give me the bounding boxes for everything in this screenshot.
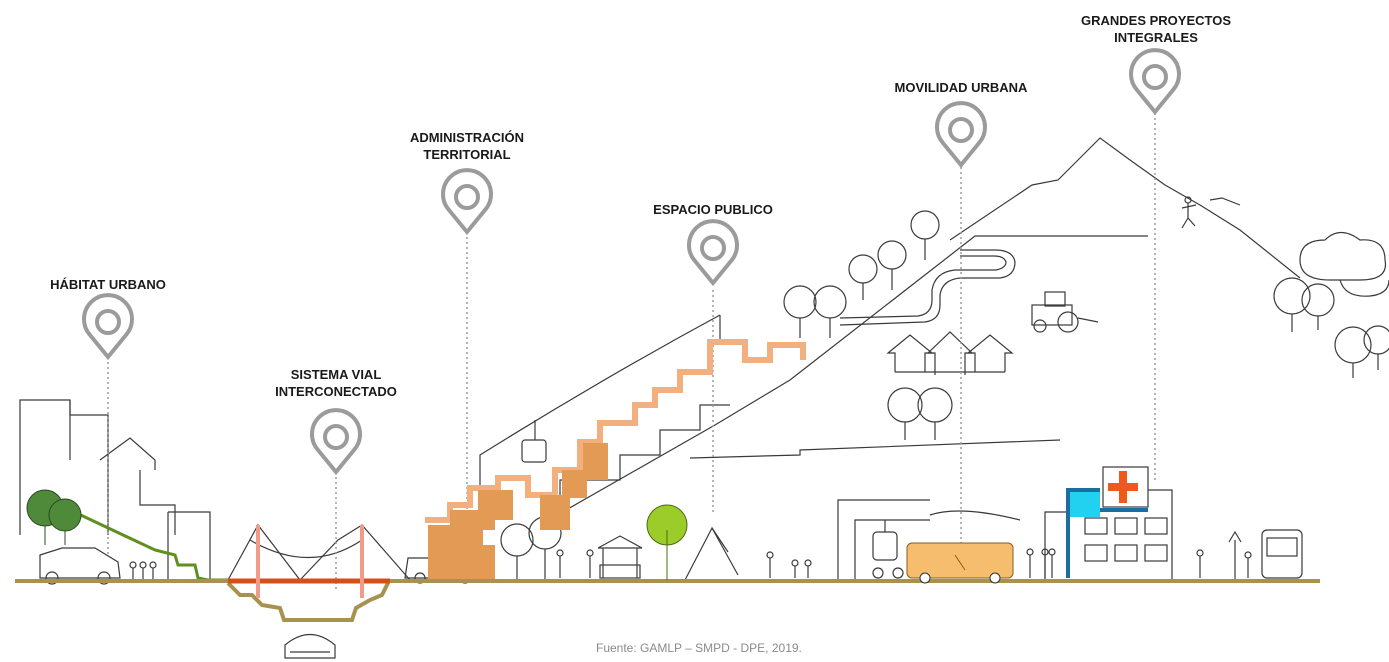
orange-step-route [425, 339, 806, 523]
sistema-vial-line1: SISTEMA VIAL [290, 367, 382, 382]
right-street [1026, 529, 1303, 580]
bridge-red [228, 525, 390, 598]
espacio-publico-text: ESPACIO PUBLICO [653, 202, 773, 217]
market-stall [597, 535, 643, 579]
grandes-proyectos-line2: INTEGRALES [1114, 30, 1198, 45]
water-tunnel [284, 633, 336, 659]
right-tree-clouds [1299, 231, 1389, 297]
bridge-cables [227, 523, 411, 581]
pin-leaders [107, 113, 1156, 590]
hospital [1066, 471, 1148, 578]
mountain [949, 137, 1301, 279]
label-habitat-urbano: HÁBITAT URBANO [30, 276, 186, 293]
cable-gondola [521, 420, 547, 463]
source-caption: Fuente: GAMLP – SMPD - DPE, 2019. [596, 641, 802, 655]
sistema-vial-line2: INTERCONECTADO [275, 384, 397, 399]
pedestrians-center [556, 549, 812, 578]
car-left [39, 547, 121, 585]
label-administracion: ADMINISTRACIÓN TERRITORIAL [387, 129, 547, 163]
hospital-outline [1044, 466, 1173, 580]
tractor [1031, 291, 1099, 333]
administracion-line1: ADMINISTRACIÓN [409, 130, 525, 145]
label-espacio-publico: ESPACIO PUBLICO [630, 201, 796, 218]
grandes-proyectos-line1: GRANDES PROYECTOS [1080, 13, 1231, 28]
pin-icon [82, 293, 134, 361]
bridge-channel [226, 581, 390, 622]
label-grandes-proyectos: GRANDES PROYECTOS INTEGRALES [1060, 12, 1252, 46]
line-trees [500, 210, 1389, 580]
pin-icon [310, 408, 362, 476]
pin-icon [935, 101, 987, 169]
swing [684, 526, 739, 581]
orange-steps [428, 443, 608, 580]
hiker [1181, 196, 1197, 229]
habitat-urbano-text: HÁBITAT URBANO [50, 277, 166, 292]
pin-icon [441, 168, 493, 236]
people-group-left [129, 561, 157, 580]
hillside-lines [479, 235, 1148, 580]
green-trees [26, 489, 688, 580]
green-route [69, 508, 228, 582]
pin-icon [1129, 48, 1181, 116]
pin-icon [687, 219, 739, 287]
line-art [19, 113, 1389, 659]
location-pins [82, 48, 1181, 476]
label-movilidad-urbana: MOVILIDAD URBANA [872, 79, 1050, 96]
cable-car-station [837, 499, 1021, 580]
houses-row [886, 331, 1014, 375]
administracion-line2: TERRITORIAL [423, 147, 511, 162]
label-sistema-vial: SISTEMA VIAL INTERCONECTADO [250, 366, 422, 400]
winding-road [839, 249, 1016, 326]
orange-bus [906, 542, 1014, 584]
movilidad-urbana-text: MOVILIDAD URBANA [894, 80, 1028, 95]
